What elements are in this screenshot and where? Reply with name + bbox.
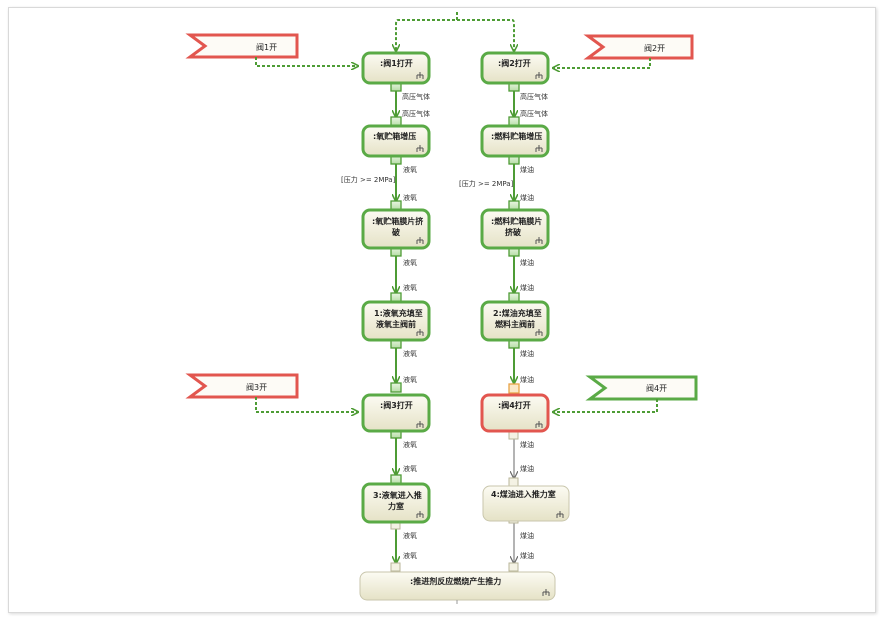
event-v3-label: 阀3开 (246, 383, 267, 392)
event-v2-label: 阀2开 (644, 44, 665, 53)
action-combustion-thrust-label: :推进剂反应燃烧产生推力 (410, 576, 501, 586)
action-kerosene-fill-label-2: 燃料主阀前 (495, 319, 535, 329)
flow-label: 液氧 (403, 531, 417, 540)
flow-label: 煤油 (520, 193, 534, 202)
event-v1-label: 阀1开 (256, 43, 277, 52)
action-oxygen-diaphragm-burst-label-2: 破 (392, 227, 400, 237)
event-v2-edge[interactable] (553, 58, 651, 68)
action-lox-fill-label-1: 1:液氧充填至 (374, 308, 423, 318)
flow-label: 煤油 (520, 165, 534, 174)
flow-label: 高压气体 (520, 92, 548, 101)
action-lox-into-chamber[interactable]: 3:液氧进入推 力室 (361, 482, 431, 524)
guard-label: [压力 >= 2MPa] (459, 179, 514, 188)
flow-label: 液氧 (403, 375, 417, 384)
event-v3-edge[interactable] (255, 397, 358, 412)
action-oxygen-tank-pressurize-label: :氧贮箱增压 (373, 131, 416, 141)
action-valve2-open[interactable]: :阀2打开 (480, 51, 550, 85)
action-valve4-open-label: :阀4打开 (498, 400, 531, 410)
event-v3[interactable]: 阀3开 (185, 373, 299, 399)
flow-label: 煤油 (520, 258, 534, 267)
flow-label: 液氧 (403, 464, 417, 473)
flow-label: 煤油 (520, 375, 534, 384)
action-kerosene-fill-label-1: 2:煤油充填至 (493, 308, 542, 318)
action-fuel-diaphragm-burst-label-2: 挤破 (505, 227, 521, 237)
pin-inputs-highlight[interactable] (508, 383, 520, 394)
flow-label: 液氧 (403, 165, 417, 174)
action-valve4-open[interactable]: :阀4打开 (480, 393, 550, 433)
action-lox-fill[interactable]: 1:液氧充填至 液氧主阀前 (361, 300, 431, 342)
event-v4[interactable]: 阀4开 (585, 375, 698, 401)
action-fuel-tank-pressurize-label: :燃料贮箱增压 (491, 131, 542, 141)
flow-label: 煤油 (520, 531, 534, 540)
flow-label: 高压气体 (520, 109, 548, 118)
flow-label: 液氧 (403, 258, 417, 267)
action-oxygen-tank-pressurize[interactable]: :氧贮箱增压 (361, 124, 431, 158)
action-valve2-open-label: :阀2打开 (498, 58, 531, 68)
event-v1-edge[interactable] (255, 57, 358, 66)
flow-label: 煤油 (520, 551, 534, 560)
action-oxygen-diaphragm-burst[interactable]: :氧贮箱膜片挤 破 (361, 208, 431, 250)
action-valve1-open[interactable]: :阀1打开 (361, 51, 431, 85)
event-v4-label: 阀4开 (646, 384, 667, 393)
flow-label: 高压气体 (402, 92, 430, 101)
flow-label: 煤油 (520, 349, 534, 358)
flow-label: 煤油 (520, 283, 534, 292)
action-lox-fill-label-2: 液氧主阀前 (376, 319, 416, 329)
event-v2[interactable]: 阀2开 (583, 34, 694, 60)
pins-active[interactable] (390, 81, 520, 485)
action-kerosene-into-chamber-label: 4:煤油进入推力室 (491, 489, 556, 499)
top-control-flow[interactable] (396, 12, 514, 51)
action-fuel-diaphragm-burst[interactable]: :燃料贮箱膜片 挤破 (480, 208, 550, 250)
action-fuel-diaphragm-burst-label-1: :燃料贮箱膜片 (491, 216, 542, 226)
flow-label: 液氧 (403, 551, 417, 560)
action-lox-into-chamber-label-1: 3:液氧进入推 (373, 490, 422, 500)
event-v1[interactable]: 阀1开 (185, 33, 299, 59)
action-fuel-tank-pressurize[interactable]: :燃料贮箱增压 (480, 124, 550, 158)
action-lox-into-chamber-label-2: 力室 (388, 501, 404, 511)
action-kerosene-fill[interactable]: 2:煤油充填至 燃料主阀前 (480, 300, 550, 342)
action-valve3-open-label: :阀3打开 (380, 400, 413, 410)
action-kerosene-into-chamber[interactable]: 4:煤油进入推力室 (482, 485, 570, 522)
action-valve1-open-label: :阀1打开 (380, 58, 413, 68)
flow-label: 液氧 (403, 440, 417, 449)
flow-label: 煤油 (520, 440, 534, 449)
flow-labels: 高压气体 高压气体 高压气体 高压气体 液氧 [压力 >= 2MPa] 液氧 煤… (341, 92, 548, 560)
flow-label: 液氧 (403, 283, 417, 292)
flow-label: 液氧 (403, 349, 417, 358)
event-v4-edge[interactable] (553, 399, 658, 412)
action-combustion-thrust[interactable]: :推进剂反应燃烧产生推力 (359, 571, 556, 601)
action-valve3-open[interactable]: :阀3打开 (361, 393, 431, 433)
action-oxygen-diaphragm-burst-label-1: :氧贮箱膜片挤 (372, 216, 424, 226)
flow-label: 高压气体 (402, 109, 430, 118)
flow-label: 液氧 (403, 193, 417, 202)
diagram-canvas (8, 7, 876, 613)
guard-label: [压力 >= 2MPa] (341, 175, 396, 184)
flow-label: 煤油 (520, 464, 534, 473)
